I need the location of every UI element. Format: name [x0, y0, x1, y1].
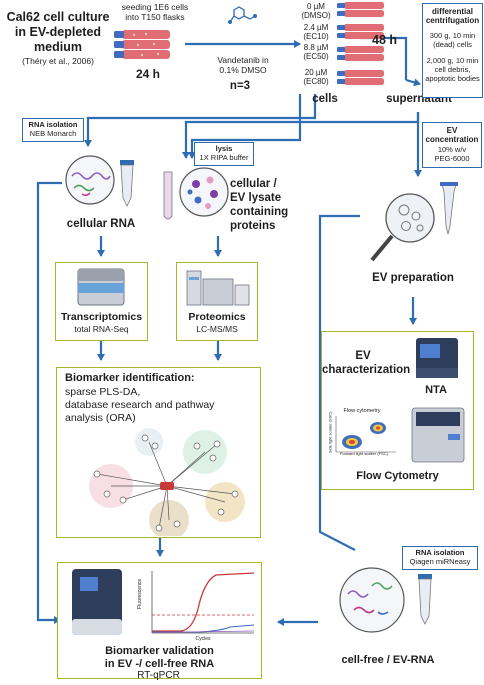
ev-conc-title-1: EV: [446, 126, 458, 135]
network-graph: [89, 428, 245, 536]
validation-line1: Biomarker validation: [105, 645, 214, 657]
centrifugation-title-2: centrifugation: [425, 16, 480, 25]
incubation-time: 48 h: [372, 33, 398, 47]
flow-cytometry-label: Flow Cytometry: [356, 470, 439, 482]
seeding-line1: seeding 1E6 cells: [121, 2, 189, 12]
proteomics-box: Proteomics LC-MS/MS: [176, 262, 258, 341]
dose-0-label: (DMSO): [301, 11, 331, 20]
culture-title-line1: Cal62 cell culture: [6, 10, 110, 24]
ev-conc-title-2: concentration: [425, 135, 479, 144]
lysis-box: lysis 1X RIPA buffer: [194, 142, 254, 166]
treatment-line1: Vandetanib in: [217, 55, 269, 65]
arrow-cells-to-rna: [84, 94, 317, 147]
ev-characterization-box: EV characterization NTA Flow cytometry F…: [321, 331, 474, 490]
flow-cytometer-icon: [411, 407, 465, 463]
lysate-line2: EV lysate: [230, 192, 282, 204]
ev-char-title-2: characterization: [322, 364, 411, 376]
ev-preparation-label: EV preparation: [372, 272, 454, 284]
flow-plot: [335, 416, 396, 453]
biomarker-title: Biomarker identification:: [65, 372, 195, 384]
arrow-to-supernatant: [405, 78, 421, 87]
cellfree-rna-illustration: [336, 564, 446, 638]
centrifugation-step2-2: cell debris,: [434, 65, 471, 74]
biomarker-validation-box: Fluorescence Cycles Biomarker validation…: [57, 562, 262, 679]
dose-3-label: (EC80): [303, 77, 329, 86]
rna-isolation-cells-kit: NEB Monarch: [29, 129, 77, 138]
lysate-line4: proteins: [230, 220, 276, 232]
centrifugation-step1-2: (dead) cells: [433, 40, 472, 49]
rna-isolation-cells-box: RNA isolation NEB Monarch: [22, 118, 84, 142]
transcriptomics-method: total RNA-Seq: [74, 324, 129, 334]
rna-isolation-ev-box: RNA isolation Qiagen miRNeasy: [402, 546, 478, 570]
dose-0-conc: 0 µM: [307, 2, 325, 11]
qpcr-plot: Fluorescence Cycles: [137, 569, 256, 645]
qpcr-xlabel: Cycles: [195, 636, 211, 642]
ev-char-title-1: EV: [355, 350, 371, 362]
arrow-rna-to-validation: [36, 181, 62, 624]
biomarker-line3: analysis (ORA): [65, 412, 136, 424]
arrow-cells-to-lysis: [188, 94, 302, 159]
proteomics-method: LC-MS/MS: [196, 324, 238, 334]
flask-stack-seeding: [112, 28, 178, 64]
proteomics-title: Proteomics: [188, 311, 246, 323]
seeding-line2: into T150 flasks: [125, 12, 185, 22]
molecule-icon: [226, 4, 258, 28]
rna-isolation-ev-title: RNA isolation: [415, 548, 465, 557]
rna-isolation-cells-title: RNA isolation: [28, 120, 78, 129]
lysate-line1: cellular /: [230, 178, 277, 190]
lysis-title: lysis: [215, 144, 233, 153]
dose-1-label: (EC10): [303, 32, 329, 41]
dose-3-conc: 20 µM: [304, 68, 328, 77]
dose-2-label: (EC50): [303, 52, 329, 61]
culture-title-line3: medium: [34, 40, 82, 54]
culture-citation: (Théry et al., 2006): [22, 56, 94, 66]
biomarker-line1: sparse PLS-DA,: [65, 386, 141, 398]
cellular-rna-illustration: [62, 152, 140, 212]
transcriptomics-box: Transcriptomics total RNA-Seq: [55, 262, 148, 341]
flow-inset-xlabel: Forward light scatter (FSC): [339, 451, 388, 456]
lysate-line3: containing: [230, 206, 289, 218]
treatment-line2: 0.1% DMSO: [219, 65, 267, 75]
sequencer-icon: [77, 268, 125, 306]
treatment-n: n=3: [229, 80, 251, 92]
biomarker-identification-box: Biomarker identification: sparse PLS-DA,…: [56, 367, 261, 538]
centrifugation-step2-3: apoptotic bodies: [425, 74, 480, 83]
ev-conc-detail-2: PEG-6000: [434, 154, 470, 163]
centrifugation-step2-1: 2,000 g, 10 min: [426, 56, 479, 65]
centrifugation-box: differential centrifugation 300 g, 10 mi…: [422, 3, 483, 98]
mass-spec-icon: [186, 270, 250, 306]
lysate-illustration: [160, 160, 232, 230]
nta-instrument-icon: [416, 338, 458, 378]
biomarker-line2: database research and pathway: [65, 399, 215, 411]
cellular-rna-label: cellular RNA: [66, 218, 136, 230]
flow-inset-ylabel: Side light scatter (SSC): [327, 411, 333, 454]
flow-inset: Flow cytometry Forward light scatter (FS…: [326, 408, 398, 460]
centrifugation-step1-1: 300 g, 10 min: [429, 31, 476, 40]
cells-label: cells: [312, 93, 338, 105]
dose-1-conc: 2.4 µM: [303, 23, 329, 32]
centrifugation-title-1: differential: [432, 7, 473, 16]
dose-2-conc: 8.8 µM: [303, 43, 329, 52]
transcriptomics-title: Transcriptomics: [60, 311, 143, 323]
cellfree-label: cell-free / EV-RNA: [341, 654, 435, 666]
ev-prep-illustration: [360, 180, 470, 268]
lysis-buffer: 1X RIPA buffer: [199, 153, 249, 162]
culture-title-line2: in EV-depleted: [14, 25, 102, 39]
ev-conc-detail-1: 10% w/v: [437, 145, 467, 154]
seeding-time: 24 h: [135, 67, 160, 81]
rna-isolation-ev-kit: Qiagen miRNeasy: [409, 557, 471, 566]
qpcr-machine-icon: [72, 569, 122, 635]
flow-inset-title: Flow cytometry: [343, 408, 381, 414]
nta-label: NTA: [425, 384, 447, 396]
validation-line2: in EV -/ cell-free RNA: [104, 658, 215, 670]
validation-method: RT-qPCR: [137, 670, 180, 681]
ev-concentration-box: EV concentration 10% w/v PEG-6000: [422, 122, 482, 168]
flask-column-doses: [334, 0, 386, 92]
